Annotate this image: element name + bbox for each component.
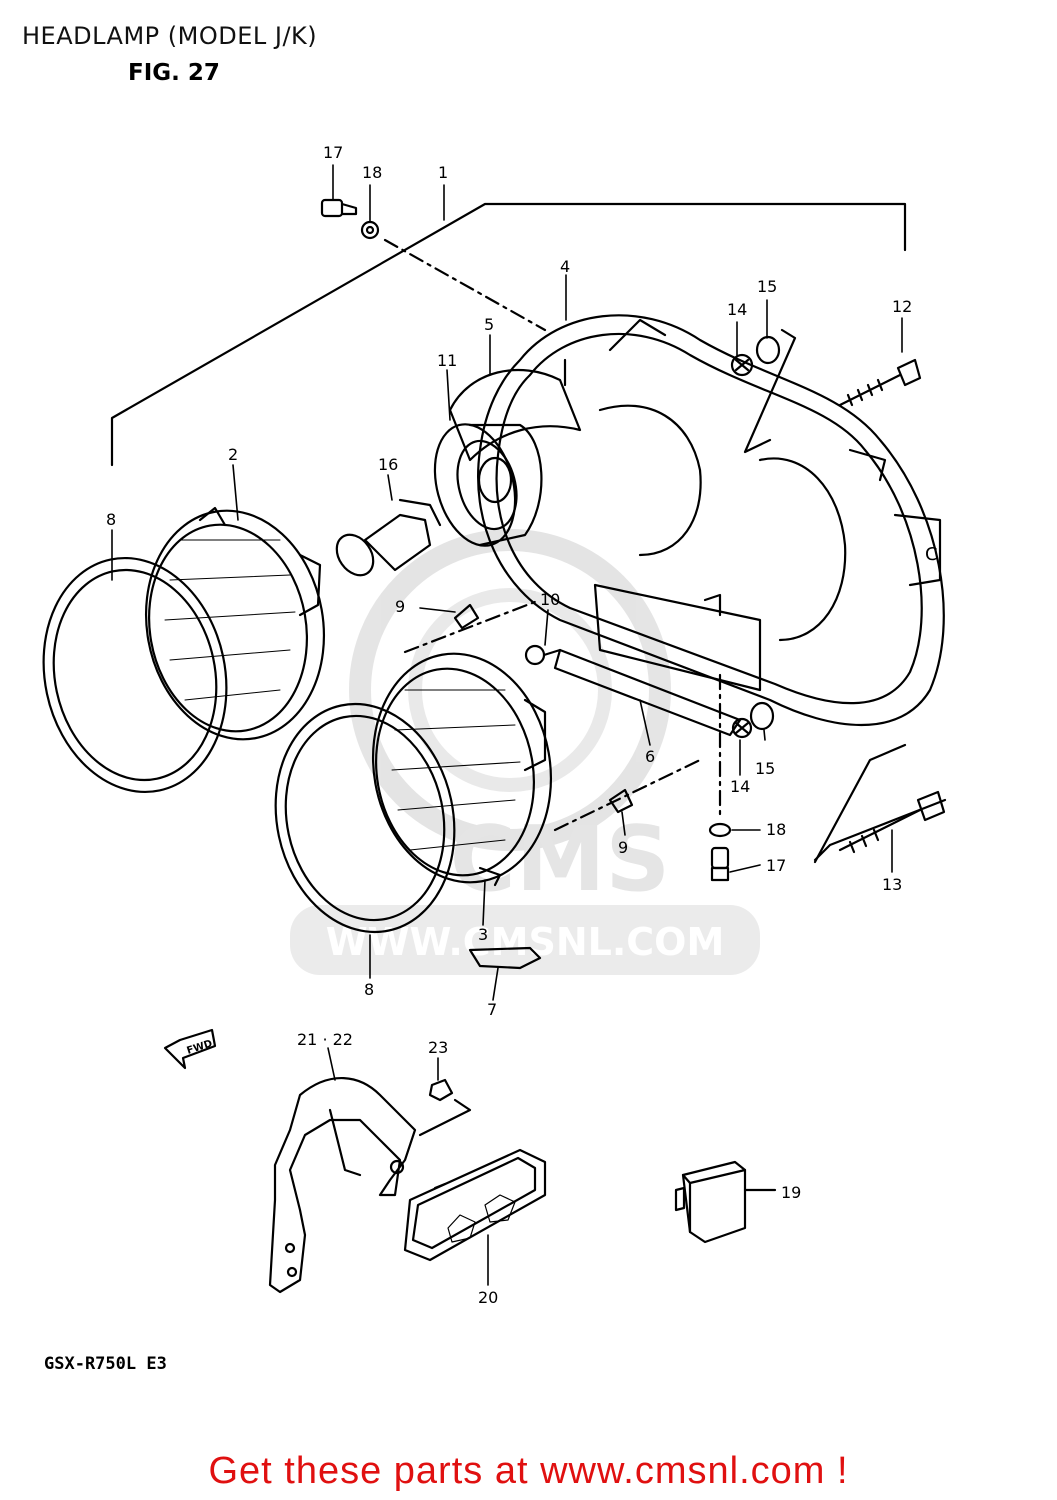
lamp-unit-left [144,506,326,741]
mounting-bracket [268,1077,417,1294]
callout-17: 17 [323,143,343,162]
callout-16: 16 [378,455,398,474]
nut-collar-bottom [731,701,775,739]
callout-23: 23 [428,1038,448,1057]
callout-20: 20 [478,1288,498,1307]
rim-ring-right [274,702,456,934]
drawing-lines: C [42,164,947,1294]
callout-15-lower: 15 [755,759,775,778]
callout-15: 15 [757,277,777,296]
lamp-unit-right [371,652,553,887]
model-code: GSX-R750L E3 [44,1354,167,1374]
callout-1: 1 [438,163,448,182]
watermark: CMS WWW.CMSNL.COM [290,529,760,975]
fwd-direction-arrow [163,1028,217,1070]
assembly-bracket-line [110,202,907,467]
side-reflector [403,1148,547,1262]
rubber-strip [553,648,742,737]
callout-18-lower: 18 [766,820,786,839]
nut-collar-top [730,328,797,454]
callout-19: 19 [781,1183,801,1202]
relay-unit [674,1160,777,1244]
page-title: HEADLAMP (MODEL J/K) [22,22,318,50]
leader-bolt-to-housing [383,238,547,332]
halogen-bulb [335,498,442,577]
rim-ring-left [42,556,228,794]
callout-4: 4 [560,257,570,276]
callout-8-lower: 8 [364,980,374,999]
inner-reflector [448,368,582,462]
screw-10 [524,644,562,666]
get-parts-link[interactable]: Get these parts at www.cmsnl.com ! [208,1450,849,1492]
nut-23 [418,1078,472,1137]
clip-lower [608,788,634,814]
callout-21-22: 21 · 22 [297,1030,353,1049]
headlamp-housing: C [477,314,945,726]
callout-8: 8 [106,510,116,529]
callout-10: 10 [540,590,560,609]
bolt-washer-bottom [708,673,732,882]
callout-leaders [111,164,903,1286]
svg-text:C: C [925,544,938,565]
figure-number: FIG. 27 [128,60,220,86]
bulb-socket [433,423,543,547]
callout-9-lower: 9 [618,838,628,857]
callout-6: 6 [645,747,655,766]
watermark-url: WWW.CMSNL.COM [326,920,725,964]
callout-13: 13 [882,875,902,894]
callout-18: 18 [362,163,382,182]
watermark-logo: CMS [450,807,670,912]
callout-2: 2 [228,445,238,464]
callout-12: 12 [892,297,912,316]
bolt-13 [813,743,947,864]
callout-17-lower: 17 [766,856,786,875]
callout-14-lower: 14 [730,777,750,796]
callout-numbers: 17 18 1 4 5 14 15 12 11 16 2 8 9 10 6 14… [106,143,912,1307]
bolt-12 [838,358,922,407]
callout-3: 3 [478,925,488,944]
callout-11: 11 [437,351,457,370]
callout-7: 7 [487,1000,497,1019]
callout-14: 14 [727,300,747,319]
clip-upper [453,603,480,630]
callout-5: 5 [484,315,494,334]
callout-9: 9 [395,597,405,616]
trim-cover [468,946,542,970]
